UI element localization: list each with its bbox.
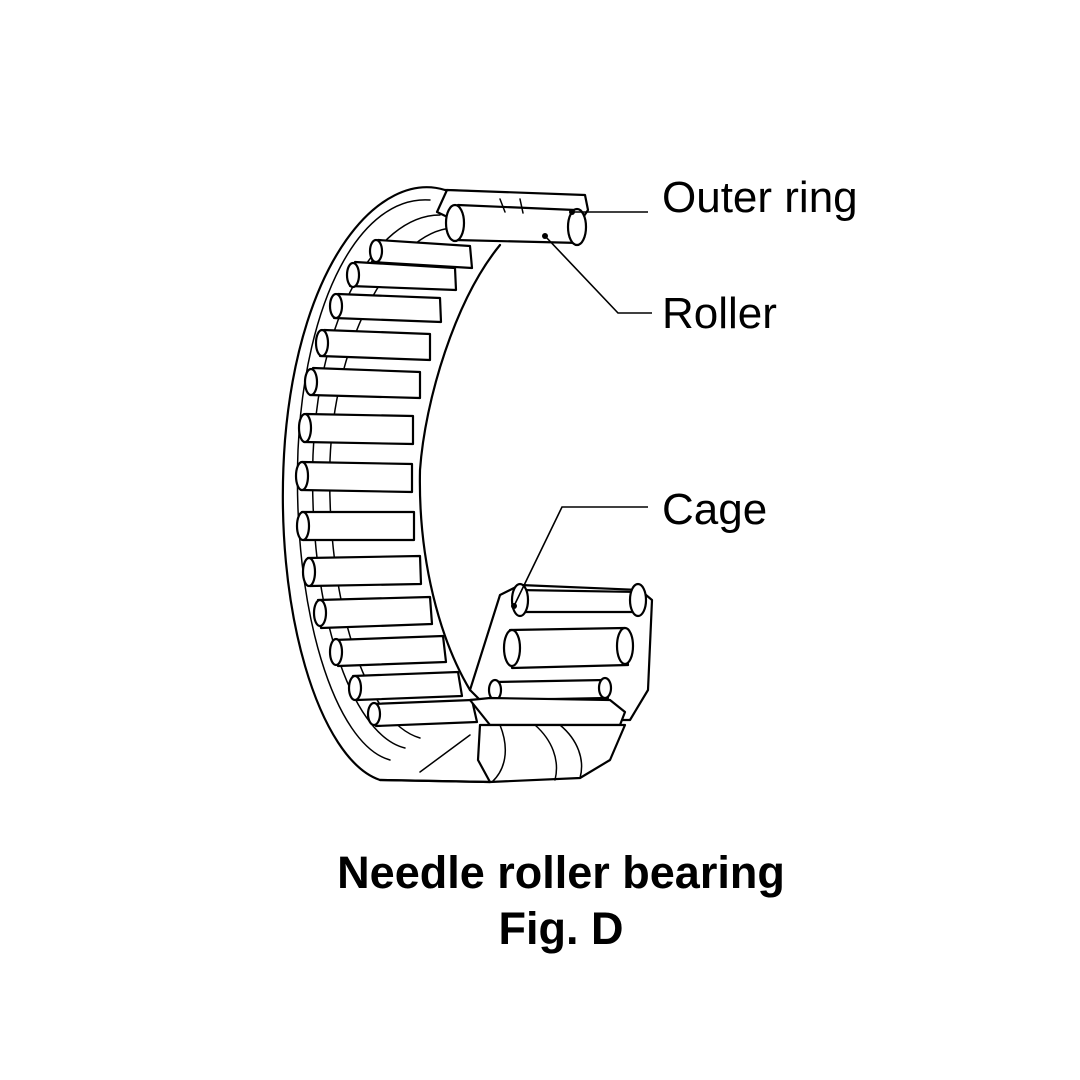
roller xyxy=(303,366,422,400)
roller xyxy=(294,460,414,494)
roller xyxy=(301,554,423,588)
outer-ring-section-top xyxy=(435,188,590,247)
roller xyxy=(314,328,432,362)
roller xyxy=(366,698,479,728)
cage-label: Cage xyxy=(662,485,768,534)
roller xyxy=(368,238,474,270)
cage-leader xyxy=(513,506,648,607)
figure-title: Needle roller bearing xyxy=(337,847,785,898)
roller xyxy=(297,412,415,446)
roller xyxy=(328,292,443,324)
roller xyxy=(295,510,416,542)
roller xyxy=(312,595,434,630)
roller xyxy=(328,634,448,668)
figure-number: Fig. D xyxy=(498,903,624,954)
roller xyxy=(345,260,458,292)
outer-ring-label: Outer ring xyxy=(662,173,858,222)
roller-row xyxy=(294,238,479,728)
outer-ring-section-bottom xyxy=(468,696,627,784)
roller xyxy=(347,670,464,702)
roller-label: Roller xyxy=(662,289,777,338)
leader-lines xyxy=(513,211,652,607)
roller-leader xyxy=(544,235,652,314)
cage xyxy=(468,582,654,722)
